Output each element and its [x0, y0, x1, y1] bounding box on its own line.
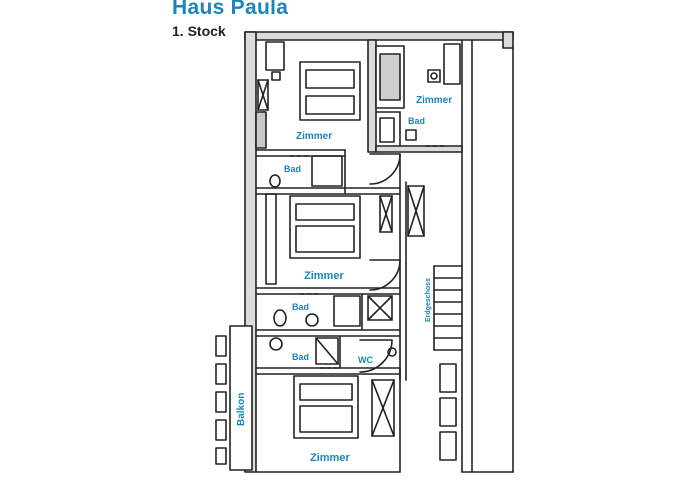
top-right-room: [367, 39, 463, 153]
bottom-room: [293, 375, 395, 439]
page-title: Haus Paula: [172, 0, 289, 19]
label-zimmer-top-left: Zimmer: [296, 131, 332, 142]
label-stairs: Erdgeschoss: [425, 278, 432, 322]
door-swing: [369, 153, 401, 185]
label-bad-lower: Bad: [292, 352, 309, 362]
bathroom-3-wc: [255, 335, 401, 375]
middle-room: [265, 185, 425, 291]
label-bad-upper: Bad: [284, 164, 301, 174]
label-zimmer-top-right: Zimmer: [416, 95, 452, 106]
corridor-walls: [461, 39, 514, 473]
label-balkon: Balkon: [236, 393, 247, 426]
staircase: [433, 265, 463, 461]
label-zimmer-bottom: Zimmer: [310, 452, 350, 464]
bathroom-2: [255, 287, 401, 337]
label-zimmer-middle: Zimmer: [304, 270, 344, 282]
label-bad-middle: Bad: [292, 302, 309, 312]
floor-subtitle: 1. Stock: [172, 23, 226, 39]
balcony: [215, 325, 253, 471]
label-bad-top-right: Bad: [408, 116, 425, 126]
bathroom-1: [255, 149, 401, 195]
outer-walls: [244, 31, 514, 473]
label-wc: WC: [358, 355, 373, 365]
